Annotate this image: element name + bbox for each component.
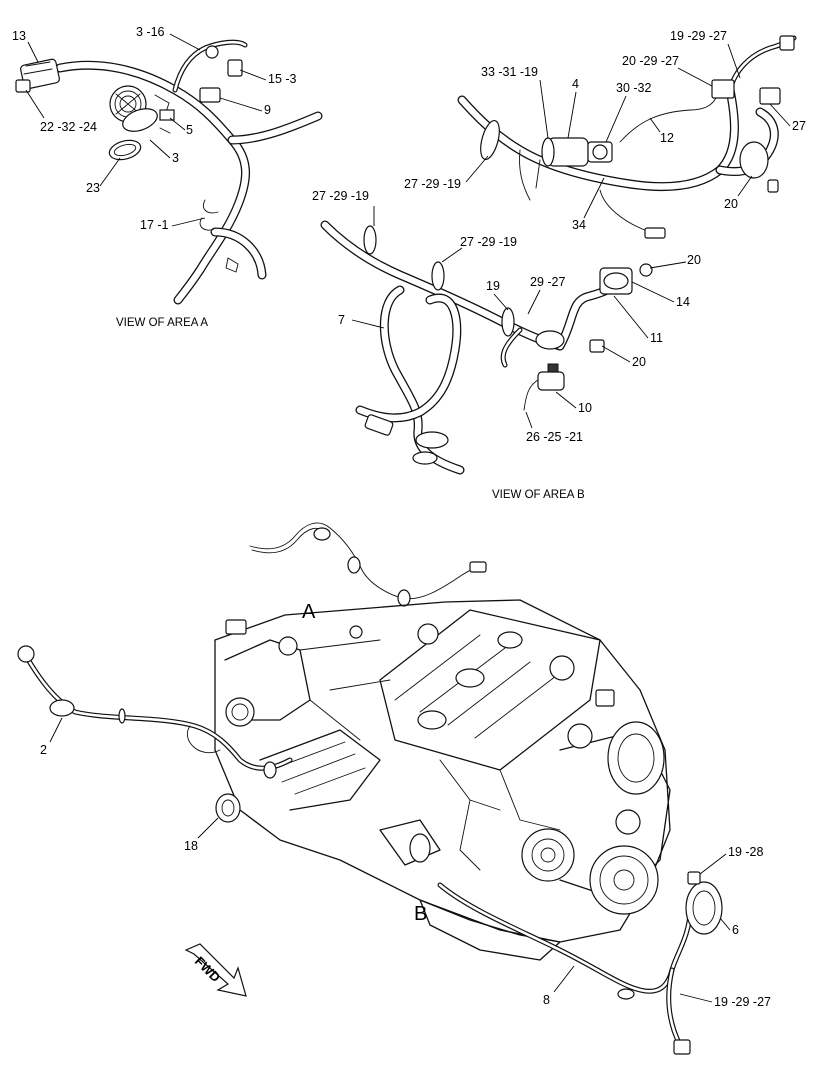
view-area-b: 27 -29 -19 27 -29 -19 19 29 -27 20 14 11… [312, 189, 701, 501]
callout-12: 12 [660, 131, 674, 145]
engine-main-view: A B 2 18 19 -28 6 8 19 -29 -27 FWD [17, 522, 771, 1055]
grommet-6 [685, 871, 723, 935]
callout-8: 8 [543, 993, 550, 1007]
callout-27-29-19-a: 27 -29 -19 [312, 189, 369, 203]
callout-3-16: 3 -16 [136, 25, 165, 39]
callout-6: 6 [732, 923, 739, 937]
callout-20-29-27: 20 -29 -27 [622, 54, 679, 68]
callout-23: 23 [86, 181, 100, 195]
callout-20-b: 20 [632, 355, 646, 369]
callout-20-top: 20 [724, 197, 738, 211]
callout-19-28: 19 -28 [728, 845, 763, 859]
callout-27-29-19-b: 27 -29 -19 [460, 235, 517, 249]
callout-17-1: 17 -1 [140, 218, 169, 232]
callout-7: 7 [338, 313, 345, 327]
sensor-10 [523, 363, 565, 411]
grommet-18 [215, 793, 241, 823]
callout-10: 10 [578, 401, 592, 415]
callout-20-a: 20 [687, 253, 701, 267]
callout-15-3: 15 -3 [268, 72, 297, 86]
view-caption-area-a: VIEW OF AREA A [116, 317, 208, 329]
callout-26-25-21: 26 -25 -21 [526, 430, 583, 444]
callout-19-29-27-main: 19 -29 -27 [714, 995, 771, 1009]
callout-13: 13 [12, 29, 26, 43]
callout-11: 11 [650, 331, 663, 345]
callout-5: 5 [186, 123, 193, 137]
callout-4: 4 [572, 77, 579, 91]
callout-19: 19 [486, 279, 500, 293]
connector-14 [599, 263, 653, 295]
area-letter-b: B [414, 903, 427, 925]
fwd-arrow-icon: FWD [184, 943, 247, 997]
area-letter-a: A [302, 601, 316, 623]
callout-9: 9 [264, 103, 271, 117]
callout-18: 18 [184, 839, 198, 853]
view-area-b-upper: 33 -31 -19 4 30 -32 19 -29 -27 20 -29 -2… [404, 29, 806, 239]
callout-22-32-24: 22 -32 -24 [40, 120, 97, 134]
callout-3: 3 [172, 151, 179, 165]
callout-14: 14 [676, 295, 690, 309]
callout-29-27: 29 -27 [530, 275, 565, 289]
component-4 [541, 137, 613, 167]
callout-27-29-19-top: 27 -29 -19 [404, 177, 461, 191]
engine-block [214, 599, 671, 961]
view-caption-area-b: VIEW OF AREA B [492, 489, 585, 501]
view-area-a: 13 3 -16 15 -3 9 5 3 22 -32 -24 23 17 -1… [12, 25, 323, 329]
fwd-label: FWD [192, 954, 224, 986]
callout-33-31-19: 33 -31 -19 [481, 65, 538, 79]
callout-19-29-27-top: 19 -29 -27 [670, 29, 727, 43]
callout-34: 34 [572, 218, 586, 232]
callout-27: 27 [792, 119, 806, 133]
callout-30-32: 30 -32 [616, 81, 651, 95]
connector-13 [15, 58, 60, 93]
callout-2: 2 [40, 743, 47, 757]
